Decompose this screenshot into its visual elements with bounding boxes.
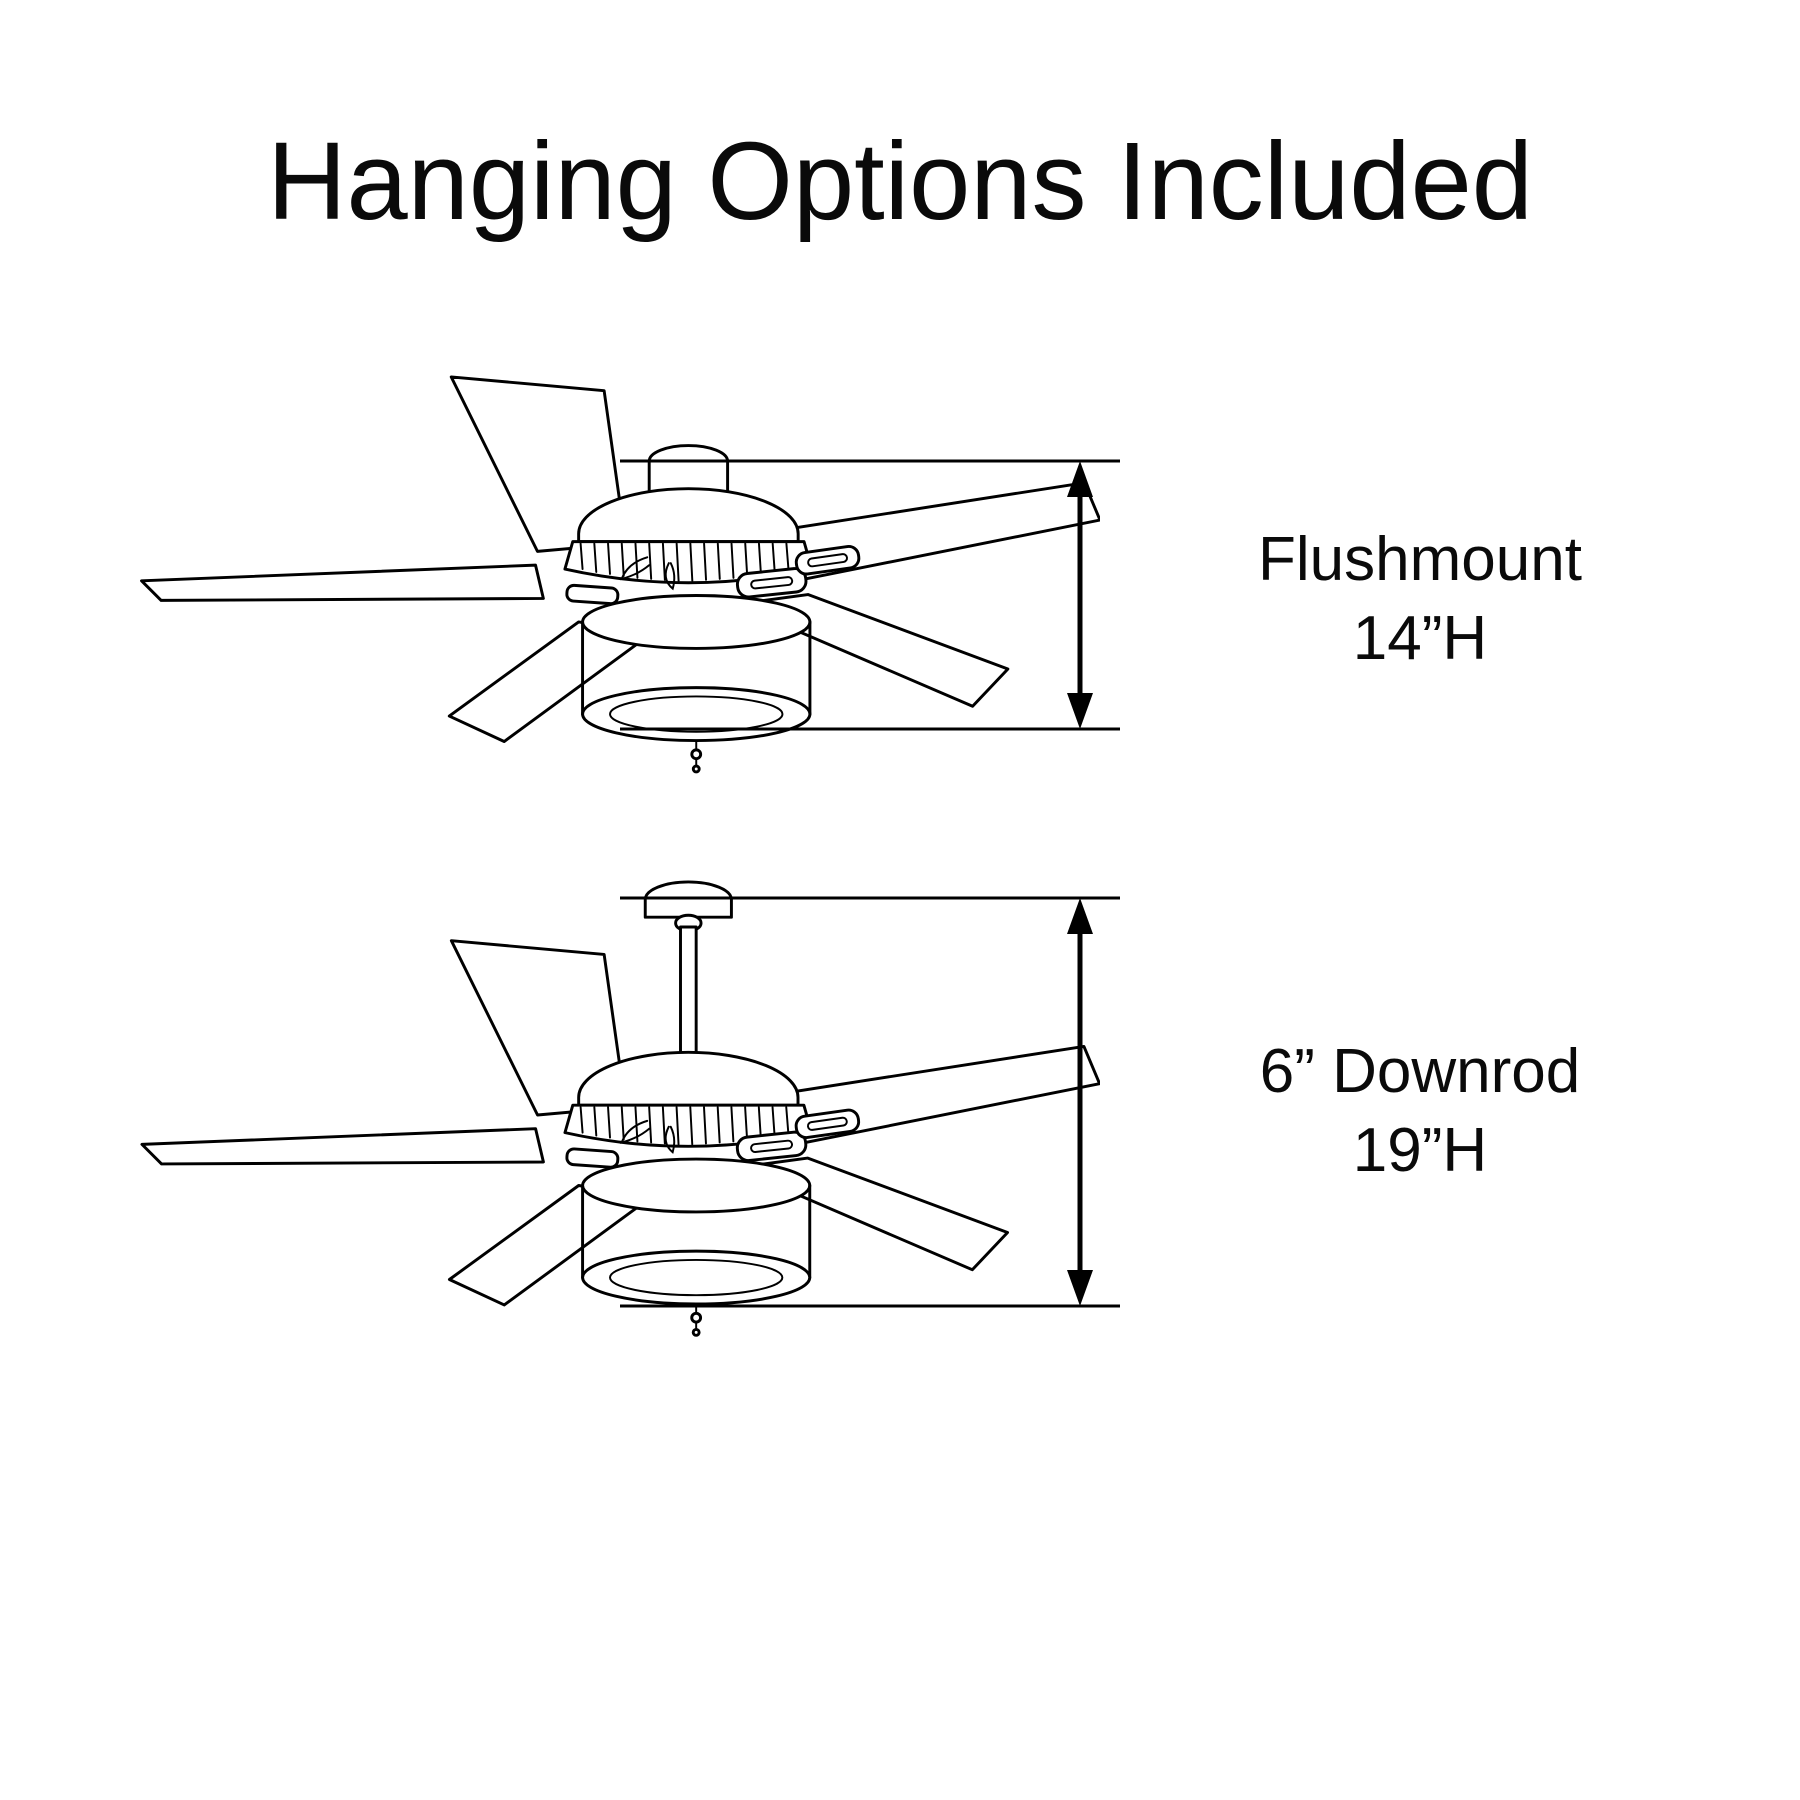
dimension-arrow-downrod <box>620 896 1120 1308</box>
option-name-downrod: 6” Downrod <box>1259 1037 1581 1106</box>
dimension-label-flushmount: Flushmount 14”H <box>1140 520 1700 679</box>
option-name-flushmount: Flushmount <box>1258 525 1582 594</box>
option-height-flushmount: 14”H <box>1352 604 1488 674</box>
dimension-arrow-flushmount <box>620 459 1120 731</box>
option-height-downrod: 19”H <box>1352 1116 1488 1186</box>
dimension-label-downrod: 6” Downrod 19”H <box>1140 1032 1700 1191</box>
ceiling-fan-downrod-illustration <box>140 880 1100 1337</box>
page-title: Hanging Options Included <box>267 120 1533 243</box>
